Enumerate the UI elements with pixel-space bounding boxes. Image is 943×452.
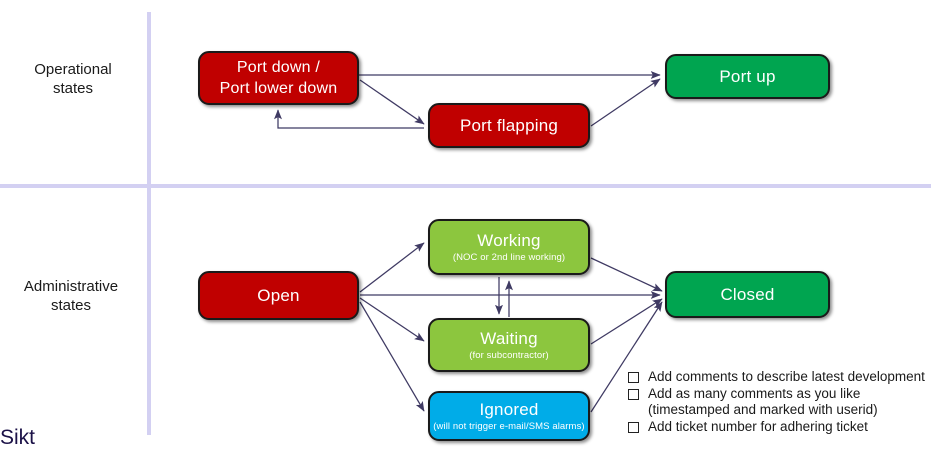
state-node-waiting[interactable]: Waiting (for subcontractor): [428, 318, 590, 372]
state-node-open[interactable]: Open: [198, 271, 359, 320]
checklist: Add comments to describe latest developm…: [628, 369, 943, 435]
state-node-port-flapping[interactable]: Port flapping: [428, 103, 590, 148]
lane-label-operational-line1: Operational: [34, 61, 112, 78]
list-item-text: Add as many comments as you like: [648, 385, 861, 401]
arrow-open-to-ignored: [359, 301, 425, 412]
arrow-portflapping-to-portup: [590, 78, 661, 127]
checkbox-icon: [628, 421, 639, 433]
swimlane-vertical-divider: [147, 12, 151, 435]
list-item: Add ticket number for adhering ticket: [628, 419, 943, 435]
arrow-open-to-working: [359, 242, 425, 293]
state-node-port-up-label: Port up: [719, 66, 776, 86]
state-node-port-down-line1: Port down /: [236, 59, 321, 76]
state-node-open-label: Open: [257, 285, 300, 305]
state-node-ignored[interactable]: Ignored (will not trigger e-mail/SMS ala…: [428, 391, 590, 441]
lane-label-administrative-line2: states: [50, 297, 92, 314]
state-node-working-subtitle: (NOC or 2nd line working): [452, 252, 566, 263]
arrow-portdown-to-portflapping: [359, 79, 425, 125]
state-node-ignored-label: Ignored: [479, 400, 539, 419]
state-node-ignored-subtitle: (will not trigger e-mail/SMS alarms): [433, 421, 585, 432]
list-item-text: (timestamped and marked with userid): [648, 402, 878, 417]
checkbox-icon: [628, 388, 639, 400]
state-node-waiting-label: Waiting: [480, 329, 538, 348]
state-node-closed[interactable]: Closed: [665, 271, 830, 318]
arrow-open-to-waiting: [359, 297, 425, 342]
list-item-text: Add ticket number for adhering ticket: [648, 418, 868, 434]
state-node-port-up[interactable]: Port up: [665, 54, 830, 99]
state-node-port-down[interactable]: Port down / Port lower down: [198, 51, 359, 105]
state-node-working-label: Working: [477, 231, 541, 250]
list-item: Add comments to describe latest developm…: [628, 369, 943, 385]
lane-label-operational: Operational states: [4, 60, 142, 98]
arrow-waiting-to-closed: [590, 298, 663, 345]
lane-label-administrative: Administrative states: [0, 277, 142, 315]
arrow-working-to-closed: [590, 257, 663, 292]
state-node-port-flapping-label: Port flapping: [459, 115, 559, 135]
state-node-port-down-line2: Port lower down: [219, 80, 338, 97]
sikt-logo: Sikt: [0, 426, 36, 449]
state-node-waiting-subtitle: (for subcontractor): [469, 350, 549, 361]
arrow-portflapping-to-portdown: [273, 109, 424, 129]
list-item-text: Add comments to describe latest developm…: [648, 369, 925, 384]
state-node-working[interactable]: Working (NOC or 2nd line working): [428, 219, 590, 275]
checkbox-icon: [628, 372, 639, 383]
lane-label-operational-line2: states: [52, 80, 94, 97]
lane-label-administrative-line1: Administrative: [23, 278, 119, 295]
swimlane-horizontal-divider: [0, 184, 931, 188]
state-node-closed-label: Closed: [720, 284, 775, 304]
list-item: Add as many comments as you like: [628, 386, 943, 402]
list-item-continuation: (timestamped and marked with userid): [628, 402, 943, 418]
checkbox-icon-placeholder: [628, 405, 639, 416]
